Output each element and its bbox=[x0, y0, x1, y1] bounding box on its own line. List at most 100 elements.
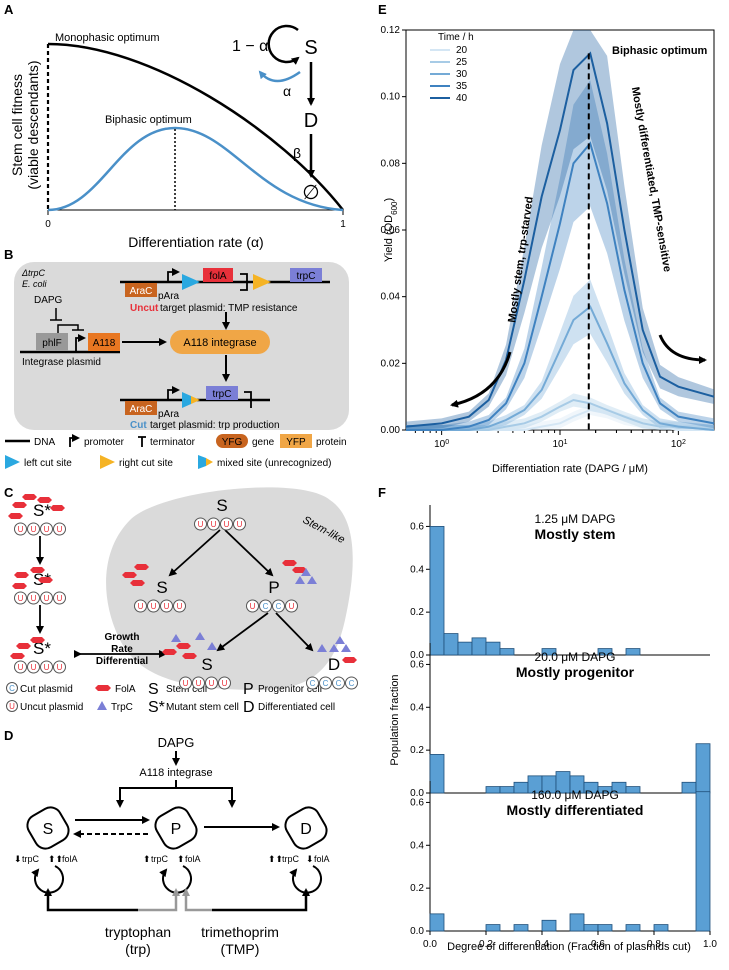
trp-to-p bbox=[138, 888, 180, 912]
mutant-3-plasmid-letter-1: U bbox=[31, 663, 37, 672]
a118-label: A118 bbox=[93, 338, 116, 349]
chart-e-arrow-diff bbox=[658, 334, 707, 364]
trp-label-1: tryptophan bbox=[105, 924, 171, 940]
legend-mixed: mixed site (unrecognized) bbox=[217, 458, 332, 469]
panel-a: A Stem cell fitness (viable descendants)… bbox=[4, 2, 346, 250]
stem-like-region bbox=[106, 487, 353, 690]
mutant-2-plasmid-2 bbox=[40, 591, 53, 605]
arac-label-cut: AraC bbox=[130, 404, 153, 415]
hist-1-ytick-label-1: 0.2 bbox=[410, 745, 424, 756]
legend-diff: Differentiated cell bbox=[258, 702, 335, 713]
chart-e-legend-title: Time / h bbox=[438, 32, 474, 43]
mutant-1-plasmid-letter-1: U bbox=[31, 525, 37, 534]
mutant-3-plasmid-letter-3: U bbox=[57, 663, 63, 672]
legend-protein: protein bbox=[316, 437, 347, 448]
terminator-2 bbox=[244, 391, 252, 408]
mutant-1-plasmid-2 bbox=[40, 522, 53, 536]
panel-d-dapg: DAPG bbox=[158, 735, 195, 750]
chart-e-ytick-label-5: 0.10 bbox=[381, 92, 401, 103]
stem-top-plasmid-letter-0: U bbox=[198, 520, 204, 529]
stem-bottom-plasmid-0 bbox=[179, 676, 192, 690]
mutant-1-fola-1 bbox=[22, 494, 37, 500]
stem-left-plasmid-1 bbox=[147, 599, 160, 613]
diff-trpc-0 bbox=[317, 644, 327, 652]
stem-bottom-plasmid-1 bbox=[192, 676, 205, 690]
growth-label-3: Differential bbox=[96, 656, 148, 667]
hist-2-title-1: 160.0 μM DAPG bbox=[531, 788, 619, 802]
hist-xtick-label-0: 0.0 bbox=[423, 939, 437, 950]
panel-label-d: D bbox=[4, 728, 13, 743]
chart-e-legend-label-40: 40 bbox=[456, 93, 468, 104]
chart-e-legend-label-35: 35 bbox=[456, 81, 468, 92]
stem-left-fola-2 bbox=[130, 580, 145, 586]
schema-D: D bbox=[304, 110, 318, 132]
legend-prog: Progenitor cell bbox=[258, 684, 322, 695]
fola-gene bbox=[203, 268, 233, 282]
hist-0-bar-1 bbox=[443, 633, 459, 656]
panel-f-chart: F Population fraction Degree of differen… bbox=[378, 485, 717, 953]
hist-2-bar-6 bbox=[513, 924, 529, 932]
legend-stem: Stem cell bbox=[166, 684, 207, 695]
stem-top-plasmid-letter-2: U bbox=[224, 520, 230, 529]
a118-integrase-protein bbox=[170, 330, 270, 354]
panel-label-c: C bbox=[4, 485, 14, 500]
mutant-1-plasmid-letter-2: U bbox=[44, 525, 50, 534]
legend-terminator: terminator bbox=[150, 437, 196, 448]
tmp-to-p bbox=[182, 888, 212, 912]
arac-label: AraC bbox=[130, 286, 153, 297]
hist-2-bar-4 bbox=[485, 924, 501, 932]
hist-0-ytick-label-3: 0.6 bbox=[410, 521, 424, 532]
legend-cut-plasmid: Cut plasmid bbox=[20, 684, 73, 695]
prog-trpc-0 bbox=[295, 576, 305, 584]
stem-left-plasmid-letter-3: U bbox=[177, 602, 183, 611]
hist-xtick-label-4: 0.8 bbox=[647, 939, 661, 950]
diff-plasmid-letter-0: C bbox=[310, 679, 316, 688]
stem-bottom-plasmid-letter-1: U bbox=[196, 679, 202, 688]
stem-bottom-plasmid-2 bbox=[205, 676, 218, 690]
s-trpc-arrow: ⬇ bbox=[14, 854, 22, 864]
chart-e-ytick-label-4: 0.08 bbox=[381, 158, 401, 169]
stem-top-plasmid-1 bbox=[207, 517, 220, 531]
fola-label: folA bbox=[209, 271, 227, 282]
hist-2-ytick-label-2: 0.4 bbox=[410, 840, 424, 851]
chart-e-ylabel-text: Yield (OD bbox=[383, 215, 395, 262]
chart-e-xtick-base-2: 10 bbox=[671, 439, 683, 450]
node-P-label: P bbox=[171, 821, 182, 838]
chart-e-legend-label-20: 20 bbox=[456, 45, 468, 56]
stem-to-prog-arrow bbox=[224, 529, 274, 577]
node-P bbox=[154, 806, 198, 850]
mutant-1-fola-2 bbox=[37, 497, 52, 503]
mutant-1-fola-3 bbox=[50, 505, 65, 511]
panel-label-e: E bbox=[378, 2, 387, 17]
mutant-3-plasmid-1 bbox=[27, 660, 40, 674]
chart-e-arrow-stem bbox=[450, 351, 512, 408]
chart-e-line-40 bbox=[405, 51, 715, 428]
prog-plasmid-0 bbox=[246, 599, 259, 613]
stem-top-plasmid-2 bbox=[220, 517, 233, 531]
prog-plasmid-letter-2: C bbox=[276, 602, 282, 611]
node-S-shape bbox=[26, 806, 70, 850]
mutant-3-plasmid-0 bbox=[14, 660, 27, 674]
chart-e-ylabel-close: ) bbox=[383, 198, 395, 202]
para-label: pAra bbox=[158, 291, 180, 302]
integrase-plasmid: DAPG phlF A118 Integrase plasmid A118 in… bbox=[20, 295, 270, 382]
hist-1-bar-14 bbox=[625, 786, 641, 794]
integrase-promoter bbox=[75, 334, 86, 352]
chart-e-line-35 bbox=[406, 141, 715, 431]
hist-2-bar-8 bbox=[541, 919, 557, 932]
node-D bbox=[284, 806, 328, 850]
panel-a-schema: 1 − α S α D β ∅ bbox=[232, 24, 320, 204]
chart-e-ytick-label-6: 0.12 bbox=[381, 25, 401, 36]
legend-protein-swatch bbox=[280, 434, 312, 448]
schema-empty: ∅ bbox=[302, 182, 319, 204]
legend-right-cut-swatch bbox=[100, 455, 115, 469]
strain-label-1: ΔtrpC bbox=[21, 268, 46, 278]
para-promoter-cut bbox=[167, 386, 180, 400]
uncut-plasmid: AraC pAra folA trpC Uncut target plasmid… bbox=[120, 268, 330, 314]
stem-top-plasmid-letter-1: U bbox=[211, 520, 217, 529]
prog-trpc-1 bbox=[307, 576, 317, 584]
hist-1-title-2: Mostly progenitor bbox=[516, 664, 635, 680]
hist-2-bar-12 bbox=[597, 924, 613, 932]
diff-label: D bbox=[328, 655, 340, 674]
hist-2-bar-10 bbox=[569, 913, 585, 932]
